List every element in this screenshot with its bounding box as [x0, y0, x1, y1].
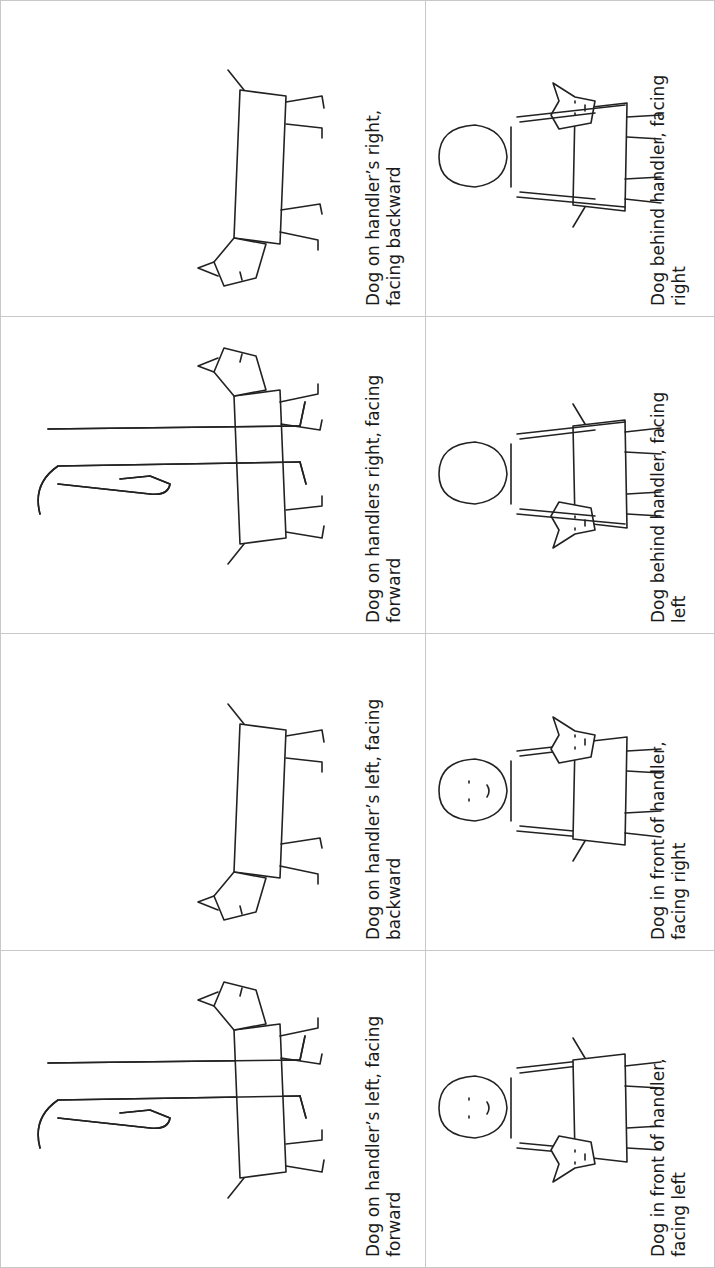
- cell-caption: Dog in front of handler, facing left: [648, 1007, 690, 1257]
- back-sketch: [439, 83, 661, 227]
- table-cell: Dog in front of handler, facing right: [425, 633, 715, 951]
- cell-caption: Dog in front of handler, facing right: [648, 690, 690, 940]
- side-sketch: [38, 982, 324, 1198]
- cell-caption: Dog behind handler, facing left: [648, 373, 690, 623]
- cell-caption: Dog on handler’s left, facing backward: [363, 690, 405, 940]
- front-sketch: [439, 1038, 661, 1182]
- table-cell: Dog on handler’s right, facing backward: [0, 0, 426, 317]
- cell-caption: Dog on handler’s left, facing forward: [363, 1007, 405, 1257]
- table-cell: Dog on handler’s left, facing backward: [0, 633, 426, 951]
- side-sketch: [38, 704, 324, 1148]
- table-cell: Dog on handler’s left, facing forward: [0, 950, 426, 1268]
- cell-caption: Dog on handlers right, facing forward: [363, 373, 405, 623]
- cell-caption: Dog on handler’s right, facing backward: [363, 56, 405, 306]
- front-sketch: [439, 717, 661, 861]
- back-sketch: [439, 404, 661, 548]
- table-cell: Dog behind handler, facing right: [425, 0, 715, 317]
- side-sketch: [38, 348, 324, 564]
- table-cell: Dog behind handler, facing left: [425, 316, 715, 634]
- table-cell: Dog on handlers right, facing forward: [0, 316, 426, 634]
- side-sketch: [38, 70, 324, 514]
- table-cell: Dog in front of handler, facing left: [425, 950, 715, 1268]
- cell-caption: Dog behind handler, facing right: [648, 56, 690, 306]
